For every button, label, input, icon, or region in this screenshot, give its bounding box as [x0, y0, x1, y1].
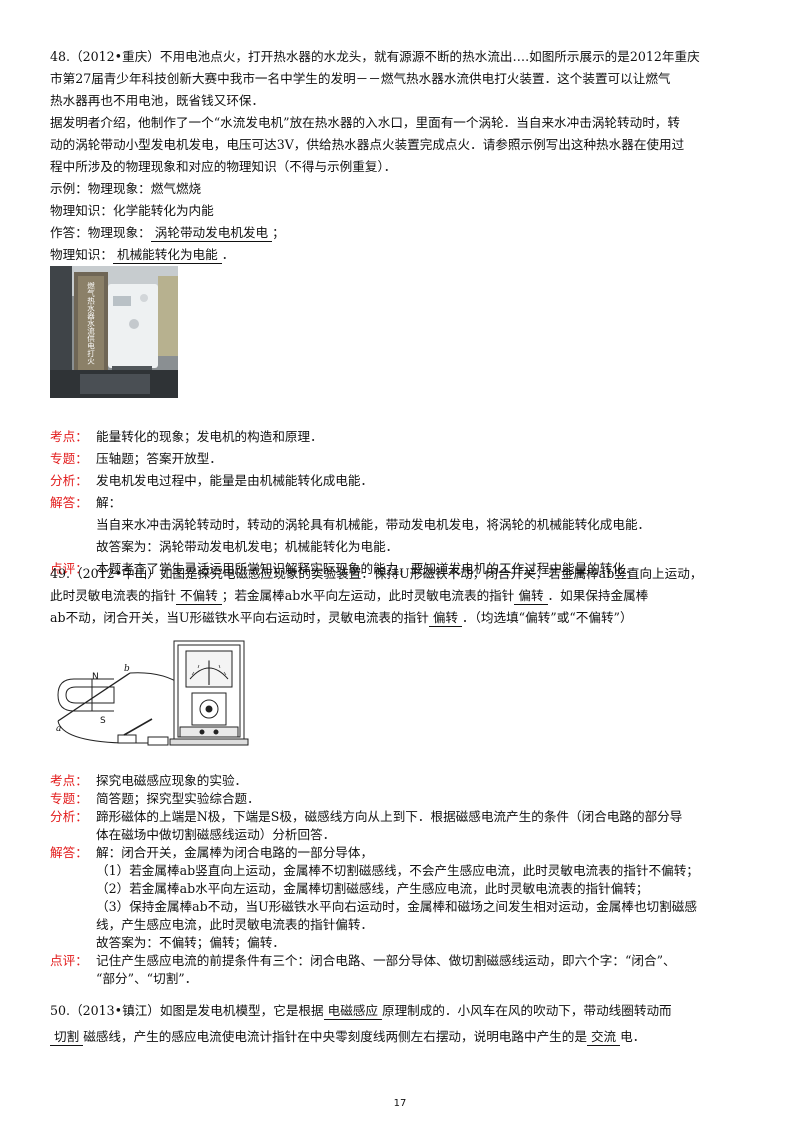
q49-answer-1: 不偏转	[175, 588, 222, 605]
page-number: 17	[393, 1098, 407, 1109]
fenxi-label: 分析：	[50, 473, 88, 488]
rod-end-b-label: b	[124, 664, 130, 674]
photo-sign-text: 燃气热水器水流供电打火	[86, 281, 95, 365]
induction-experiment-diagram: N S a b	[52, 635, 300, 751]
q48-answer-knowledge: 物理知识：机械能转化为电能．	[50, 247, 235, 264]
magnet-south-label: S	[100, 716, 106, 726]
q48-example-knowledge: 物理知识：化学能转化为内能	[50, 203, 214, 218]
q49-answer-3: 偏转	[428, 610, 462, 627]
q48-answer-phenomenon: 作答：物理现象：涡轮带动发电机发电；	[50, 225, 285, 242]
dianping-label: 点评：	[50, 561, 88, 576]
q50-answer-1: 电磁感应	[323, 1003, 382, 1020]
fenxi-label: 分析：	[50, 809, 88, 824]
jieda-label: 解答：	[50, 495, 88, 510]
q48-line: 动的涡轮带动小型发电机发电，电压可达3V，供给热水器点火装置完成点火．请参照示例…	[50, 137, 685, 152]
kaodian-label: 考点：	[50, 773, 88, 788]
q49-analysis: 考点：探究电磁感应现象的实验． 专题：简答题；探究型实验综合题． 分析：蹄形磁体…	[50, 770, 756, 990]
q48-example-phenomenon: 示例：物理现象：燃气燃烧	[50, 181, 202, 196]
q48-line: 市第27届青少年科技创新大赛中我市一名中学生的发明－－燃气热水器水流供电打火装置…	[50, 71, 671, 86]
q48-answer-2: 机械能转化为电能	[112, 247, 222, 264]
q48-answer-1: 涡轮带动发电机发电	[150, 225, 273, 242]
rod-end-a-label: a	[56, 724, 61, 734]
q48-line: 48.（2012•重庆）不用电池点火，打开热水器的水龙头，就有源源不断的热水流出…	[50, 49, 700, 64]
q49-answer-2: 偏转	[514, 588, 548, 605]
q48-line: 程中所涉及的物理现象和对应的物理知识（不得与示例重复）．	[50, 159, 397, 174]
zhuanti-label: 专题：	[50, 791, 88, 806]
q48-analysis: 考点：能量转化的现象；发电机的构造和原理． 专题：压轴题；答案开放型． 分析：发…	[50, 426, 756, 580]
kaodian-label: 考点：	[50, 429, 88, 444]
jieda-label: 解答：	[50, 845, 88, 860]
q48-line: 据发明者介绍，他制作了一个“水流发电机”放在热水器的入水口，里面有一个涡轮．当自…	[50, 115, 680, 130]
dianping-label: 点评：	[50, 953, 88, 968]
q48-line: 热水器再也不用电池，既省钱又环保．	[50, 93, 265, 108]
q48-stem: 48.（2012•重庆）不用电池点火，打开热水器的水龙头，就有源源不断的热水流出…	[50, 46, 756, 266]
q50-stem: 50.（2013•镇江）如图是发电机模型，它是根据电磁感应原理制成的．小风车在风…	[50, 1003, 672, 1046]
zhuanti-label: 专题：	[50, 451, 88, 466]
q50-answer-2: 切割	[50, 1029, 84, 1046]
q50-answer-3: 交流	[586, 1029, 621, 1046]
water-heater-photo: 燃气热水器水流供电打火	[50, 266, 178, 398]
q49-stem: 49.（2012•中山）如图是探究电磁感应现象的实验装置．保持U形磁铁不动，闭合…	[50, 566, 703, 627]
magnet-north-label: N	[92, 672, 99, 682]
